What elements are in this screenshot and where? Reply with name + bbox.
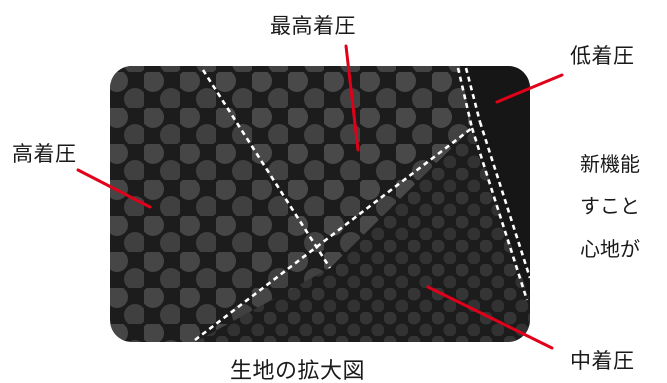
leader-high-pressure [76,168,152,209]
label-low-pressure: 低着圧 [570,44,635,68]
region-mid-pressure [195,128,530,342]
seam-right [470,127,529,301]
leader-lines [76,44,564,350]
caption: 生地の拡大図 [230,359,366,383]
leader-highest-pressure [344,44,360,152]
leader-mid-pressure [426,285,554,350]
stitch-seams [194,67,532,342]
leader-low-pressure [495,73,564,104]
side-text-line-1: 新機能 [580,152,640,176]
label-highest-pressure: 最高着圧 [270,14,356,38]
seam-diagonal [194,126,473,342]
seam-right-top-2 [464,67,482,123]
region-low-pressure [460,66,530,300]
side-text-line-3: 心地が [580,237,640,261]
fabric-panel [110,66,530,342]
region-highest-pressure [200,66,472,268]
seam-right-top [456,67,474,129]
label-high-pressure: 高着圧 [12,142,77,166]
region-high-pressure [110,66,330,342]
seam-right-2 [478,121,532,279]
label-mid-pressure: 中着圧 [570,349,635,373]
seam-left [201,69,332,269]
side-text-line-2: すこと [580,194,640,218]
